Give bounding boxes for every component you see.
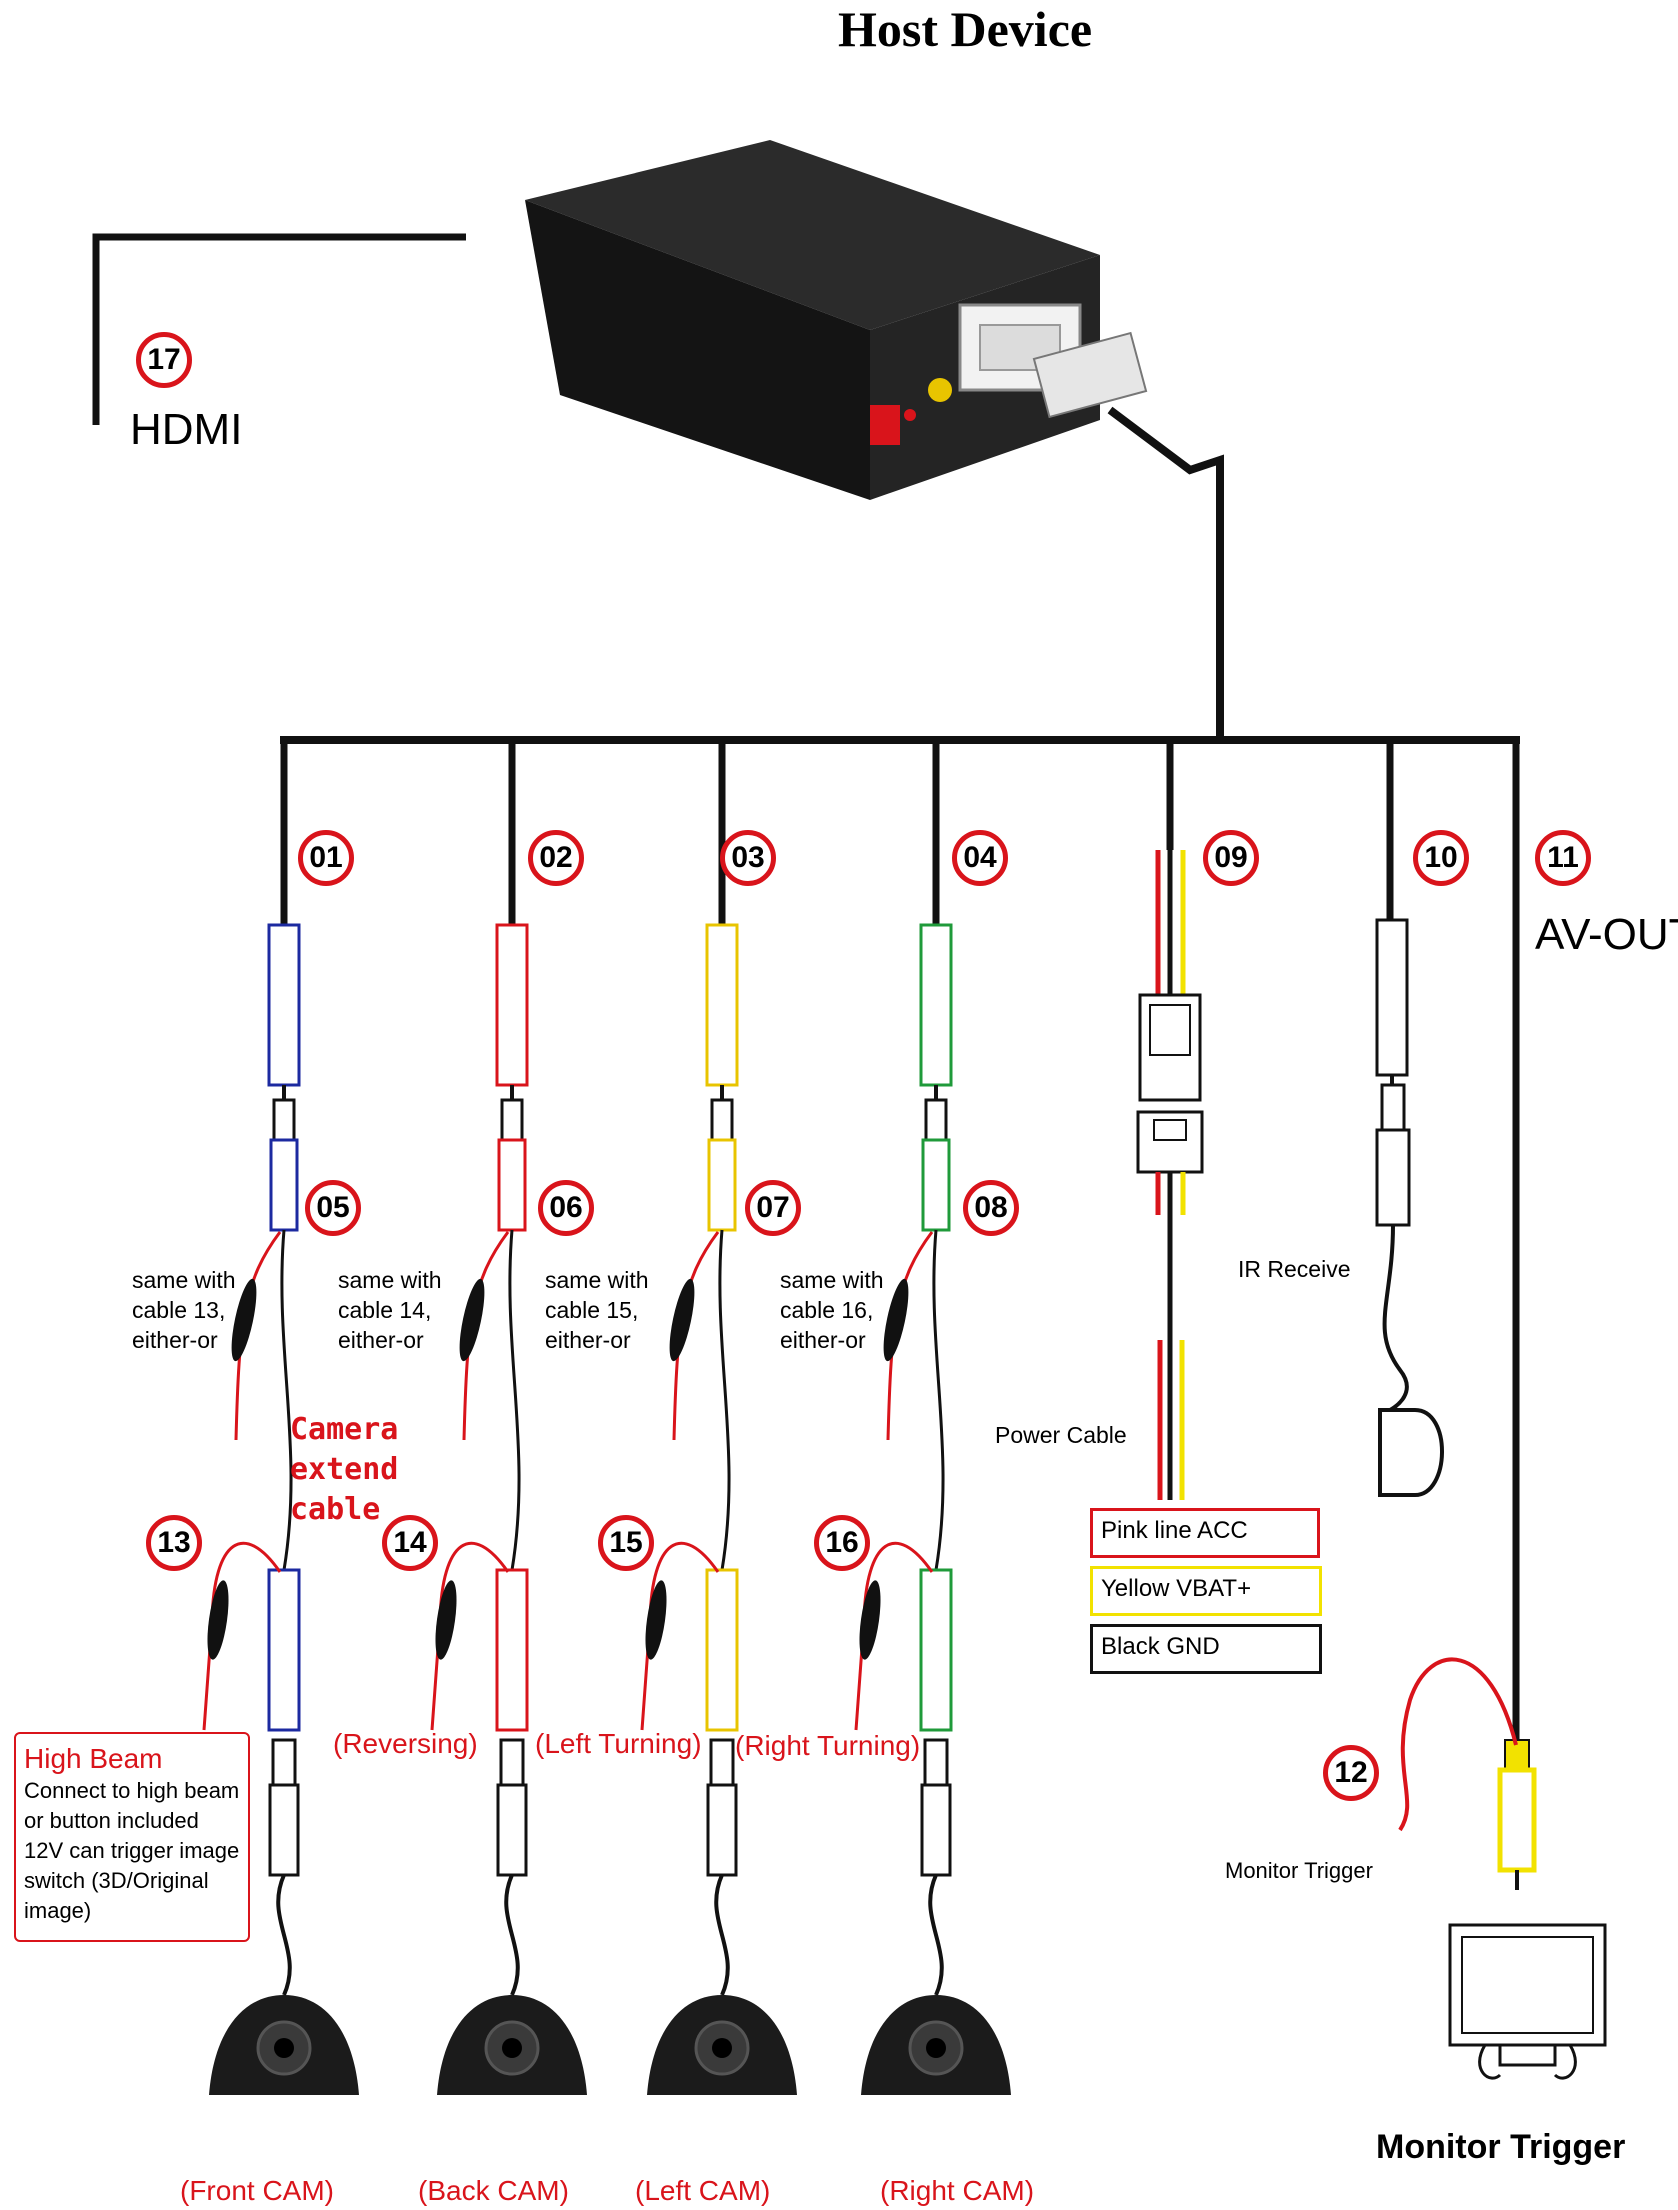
ch2-top-plug <box>495 923 529 1087</box>
ch3-extension-tip <box>710 1098 734 1142</box>
ch4-camera-cable <box>928 1874 944 1996</box>
black-gnd-box: Black GND <box>1090 1624 1322 1674</box>
extension-08-badge: 08 <box>963 1180 1019 1236</box>
ch2-extension-cable <box>508 1229 521 1571</box>
ch2-camera-lens-center <box>502 2038 522 2058</box>
ch4-trigger-fuse <box>859 1580 881 1660</box>
cable-16-note: same with cable 16, either-or <box>780 1267 884 1353</box>
ch2-trigger-fuse <box>435 1580 457 1660</box>
ch1-lower-plug <box>267 1568 301 1732</box>
camera-channel-connectors <box>202 923 1011 2095</box>
ch4-extension-tip <box>924 1098 948 1142</box>
right-cam-label: (Right CAM) <box>880 2175 1035 2206</box>
ch4-lower-plug <box>919 1568 953 1732</box>
cable-13-note: same with cable 13, either-or <box>132 1267 236 1353</box>
hdmi-number-badge: 17 <box>136 332 192 388</box>
hdmi-label: HDMI <box>130 405 243 454</box>
av-out-badge: 11 <box>1535 830 1591 886</box>
ch3-top-plug <box>705 923 739 1087</box>
front-cam-label: (Front CAM) <box>180 2175 334 2206</box>
yellow-vbat-label: Yellow VBAT+ <box>1101 1575 1252 1602</box>
ch1-top-plug <box>267 923 301 1087</box>
ch2-camera-plug <box>496 1783 528 1877</box>
trigger-16-badge: 16 <box>814 1515 870 1571</box>
power-cable-badge: 09 <box>1203 830 1259 886</box>
ch3-extension-cable <box>718 1229 731 1571</box>
ch3-camera-plug <box>706 1783 738 1877</box>
left-turning-label: (Left Turning) <box>535 1728 702 1759</box>
ch1-extension-socket <box>269 1138 299 1232</box>
pink-line-acc-label: Pink line ACC <box>1101 1517 1248 1544</box>
ch2-lower-plug <box>495 1568 529 1732</box>
ch3-lower-plug <box>705 1568 739 1732</box>
ch2-side-fuse <box>459 1278 485 1362</box>
ch4-camera-plug-tip <box>923 1738 949 1787</box>
cable-01-badge: 01 <box>298 830 354 886</box>
ch1-camera-plug-tip <box>271 1738 297 1787</box>
ch4-extension-cable <box>932 1229 945 1571</box>
ir-badge: 10 <box>1413 830 1469 886</box>
extension-06-badge: 06 <box>538 1180 594 1236</box>
monitor-trigger-wire-label: Monitor Trigger <box>1225 1858 1373 1883</box>
ch4-extension-socket <box>921 1138 951 1232</box>
extension-05-badge: 05 <box>305 1180 361 1236</box>
black-gnd-label: Black GND <box>1101 1633 1220 1660</box>
ch1-camera-plug <box>268 1783 300 1877</box>
ch1-extension-cable <box>280 1229 293 1571</box>
ch3-camera-cable <box>714 1874 730 1996</box>
cable-03-badge: 03 <box>720 830 776 886</box>
trigger-14-badge: 14 <box>382 1515 438 1571</box>
ch1-camera-cable <box>276 1874 292 1996</box>
yellow-vbat-box: Yellow VBAT+ <box>1090 1566 1322 1616</box>
pink-line-acc-box: Pink line ACC <box>1090 1508 1320 1558</box>
host-device-image <box>525 140 1148 500</box>
ch4-top-plug <box>919 923 953 1087</box>
ir-receive-label: IR Receive <box>1238 1256 1351 1282</box>
monitor-trigger-title: Monitor Trigger <box>1376 2128 1626 2166</box>
ch3-camera-lens-center <box>712 2038 732 2058</box>
ch1-side-fuse <box>231 1278 257 1362</box>
high-beam-text: Connect to high beam or button included … <box>24 1778 240 1923</box>
ch1-trigger-fuse <box>207 1580 229 1660</box>
extension-07-badge: 07 <box>745 1180 801 1236</box>
high-beam-note: High Beam Connect to high beam or button… <box>14 1732 250 1942</box>
monitor-trigger-badge: 12 <box>1323 1745 1379 1801</box>
ch4-camera-lens-center <box>926 2038 946 2058</box>
ch3-camera-plug-tip <box>709 1738 735 1787</box>
page-title: Host Device <box>838 1 1093 57</box>
left-cam-label: (Left CAM) <box>635 2175 771 2206</box>
cable-04-badge: 04 <box>952 830 1008 886</box>
power-cable-label: Power Cable <box>995 1422 1127 1448</box>
ch2-camera-cable <box>504 1874 520 1996</box>
ch4-side-fuse <box>883 1278 909 1362</box>
ch2-extension-tip <box>500 1098 524 1142</box>
ch4-camera-plug <box>920 1783 952 1877</box>
right-turning-label: (Right Turning) <box>735 1730 921 1761</box>
trigger-13-badge: 13 <box>146 1515 202 1571</box>
high-beam-title: High Beam <box>24 1743 163 1774</box>
reversing-label: (Reversing) <box>333 1728 478 1759</box>
ch3-extension-socket <box>707 1138 737 1232</box>
trigger-15-badge: 15 <box>598 1515 654 1571</box>
ch3-side-fuse <box>669 1278 695 1362</box>
ch1-camera-lens-center <box>274 2038 294 2058</box>
camera-extend-cable-label: Camera extend cable <box>290 1412 399 1527</box>
cable-02-badge: 02 <box>528 830 584 886</box>
ch1-extension-tip <box>272 1098 296 1142</box>
ch2-extension-socket <box>497 1138 527 1232</box>
ch3-trigger-fuse <box>645 1580 667 1660</box>
ch2-camera-plug-tip <box>499 1738 525 1787</box>
cable-15-note: same with cable 15, either-or <box>545 1267 649 1353</box>
cable-14-note: same with cable 14, either-or <box>338 1267 442 1353</box>
av-out-label: AV-OUT <box>1535 910 1678 959</box>
back-cam-label: (Back CAM) <box>418 2175 569 2206</box>
